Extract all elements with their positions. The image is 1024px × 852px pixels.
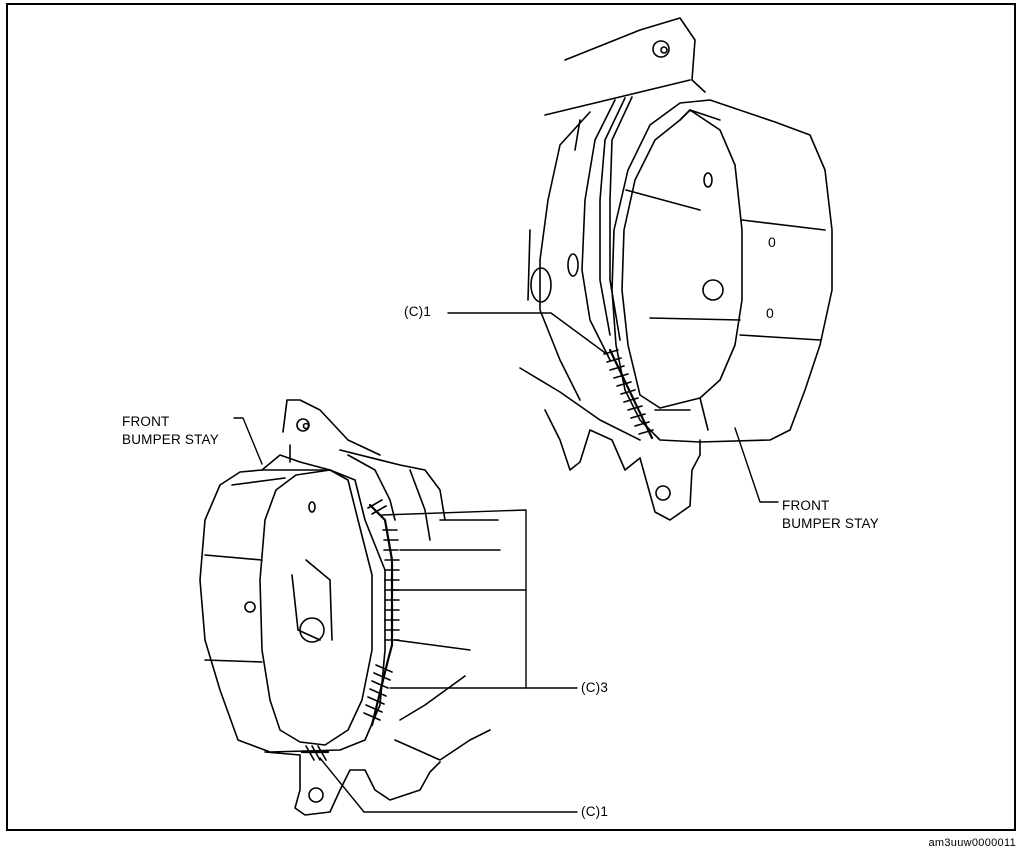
hole-mark-upper: 0 [768,234,776,250]
lower-bumper-stay-assembly [199,399,578,816]
bottom-weld-ticks [300,745,330,761]
diagram-frame [6,3,1016,831]
upper-weld-callout-c1: (C)1 [404,304,432,319]
upper-bumper-stay-assembly [447,17,833,521]
hole-mark-lower: 0 [766,305,774,321]
lower-weld-callout-c1: (C)1 [581,804,609,819]
figure-code: am3uuw0000011 [928,837,1016,849]
upper-weld-ticks [603,349,654,435]
lower-front-bumper-stay-label-line2: BUMPER STAY [122,432,219,447]
lower-front-bumper-stay-label-line1: FRONT [122,414,170,429]
upper-front-bumper-stay-label-line2: BUMPER STAY [782,516,879,531]
lower-weld-callout-c3: (C)3 [581,680,609,695]
lower-weld-ticks [363,499,400,721]
upper-front-bumper-stay-label-line1: FRONT [782,498,830,513]
